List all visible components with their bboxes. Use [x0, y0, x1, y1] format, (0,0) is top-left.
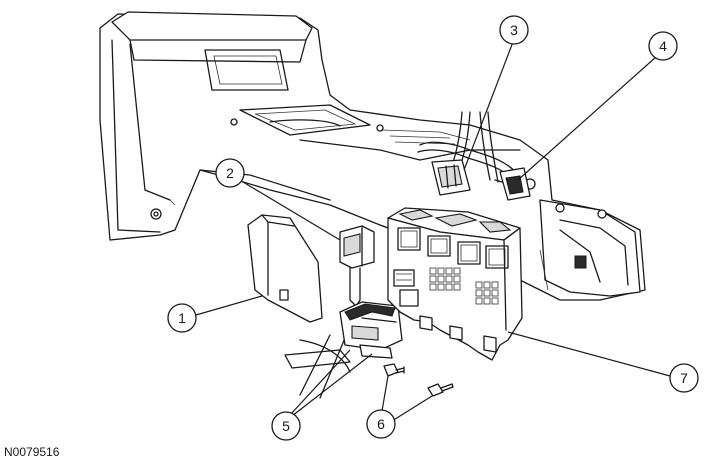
callout-label: 6: [377, 416, 385, 432]
leader-6a: [381, 375, 389, 412]
callout-3: 3: [499, 15, 529, 45]
connector-2: [339, 225, 375, 307]
callout-6: 6: [366, 409, 396, 439]
leader-4: [517, 56, 657, 181]
trim-cover-panel: [247, 214, 323, 323]
fuse-grid: [429, 267, 499, 305]
junction-box-module: [387, 207, 523, 361]
leader-lines: [195, 41, 671, 422]
bolt-6a: [383, 363, 405, 377]
callout-label: 3: [510, 22, 518, 38]
leader-7: [507, 331, 671, 377]
callout-label: 4: [659, 38, 667, 54]
figure-id: N0079516: [4, 445, 60, 459]
callout-4: 4: [648, 31, 678, 61]
callout-label: 2: [226, 165, 234, 181]
callout-7: 7: [669, 363, 699, 393]
leader-6b: [391, 395, 433, 422]
callout-1: 1: [167, 303, 197, 333]
leader-2: [242, 181, 341, 241]
leader-1: [195, 295, 263, 316]
callout-2: 2: [215, 158, 245, 188]
leader-5b: [291, 353, 373, 417]
leader-3: [463, 41, 514, 171]
leader-5a: [289, 349, 351, 416]
callout-label: 1: [178, 310, 186, 326]
bolt-6b: [427, 383, 454, 397]
connector-5: [339, 301, 403, 359]
callout-label: 5: [282, 418, 290, 434]
callout-5: 5: [271, 411, 301, 441]
connector-3: [431, 159, 471, 196]
callout-label: 7: [680, 370, 688, 386]
